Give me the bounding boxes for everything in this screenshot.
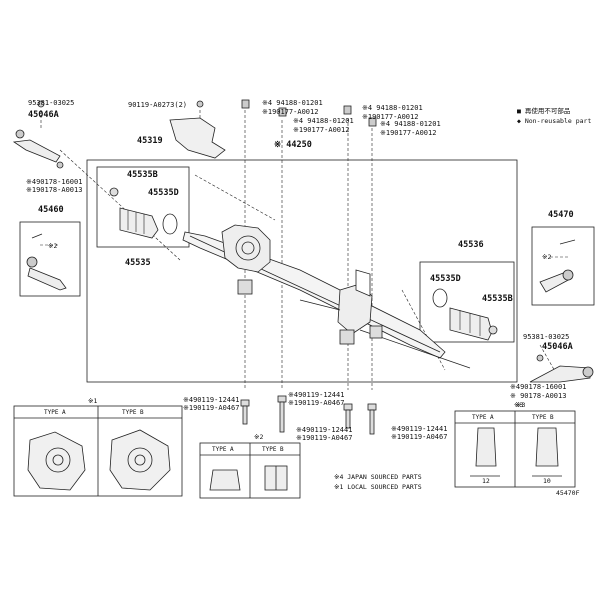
part-90177-d: ※190177-A0012 [380,129,437,137]
right-tie-rod-inset [539,239,576,293]
bolt-A0467-l: ※190119-A0467 [183,404,240,412]
bolt-12441-m: ※490119-12441 [288,391,345,399]
motor-type-a [27,431,86,491]
box1-type-b: TYPE B [122,409,144,416]
part-45046A-left: 45046A [28,110,59,120]
left-tie-rod-inset [26,233,67,291]
bolt-12441-r: ※490119-12441 [391,425,448,433]
part-90178-A0013-left: ※190178-A0013 [26,186,83,194]
note-x2: ※2 [254,433,264,441]
note-x1: ※1 [88,397,98,405]
part-90177-b: ※190177-A0012 [293,126,350,134]
left-tie-rod-box [19,221,81,297]
right-tie-rod-end [529,354,594,383]
part-90119-A0273: 90119-A0273(2) [128,101,188,109]
note-x3: ※3 [516,401,526,409]
bottom-bolts [240,395,377,435]
bolt-A0467-r: ※190119-A0467 [391,433,448,441]
part-90177-a: ※190177-A0012 [262,108,319,116]
leader-lines [40,110,568,390]
left-boot [109,187,178,239]
box2-type-a: TYPE A [212,446,234,453]
box3-type-b: TYPE B [532,414,554,421]
part-95381-right: 95381-03025 [523,333,570,341]
note-x3-right: ※3 [514,401,524,409]
part-45535D-left: 45535D [148,188,179,198]
part-45535B-left: 45535B [127,170,158,180]
part-45319: 45319 [137,136,163,146]
part-90178-16001-left: ※490178-16001 [26,178,83,186]
part-45536: 45536 [458,240,484,250]
right-boot [432,288,498,341]
note-japan-sourced: ※4 JAPAN SOURCED PARTS [334,473,422,481]
bolt-A0467-m: ※190119-A0467 [288,399,345,407]
part-90178-16001-right: ※490178-16001 [510,383,567,391]
left-boot-box [96,166,190,248]
part-94188-b: ※4 94188-01201 [293,117,354,125]
clip-types [470,427,562,477]
steering-rack [182,224,471,369]
part-90177-c: ※190177-A0012 [362,113,419,121]
part-45460: 45460 [38,205,64,215]
nut-types [209,465,288,491]
part-45535D-right: 45535D [430,274,461,284]
part-45046A-right: 45046A [542,342,573,352]
legend-non-reusable-en: ◆ Non-reusable part [517,117,592,125]
box1-type-a: TYPE A [44,409,66,416]
left-tie-rod-end [12,100,64,169]
diagram-code: 45470F [556,489,580,497]
right-boot-box [419,261,515,343]
top-nuts [196,99,377,127]
part-45470: 45470 [548,210,574,220]
part-45535B-right: 45535B [482,294,513,304]
dimension-12: 12 [482,477,490,485]
right-note-x2: ※2 [542,253,552,261]
box3-type-a: TYPE A [472,414,494,421]
bolt-A0467-n: ※190119-A0467 [296,434,353,442]
note-local-sourced: ※1 LOCAL SOURCED PARTS [334,483,422,491]
right-tie-rod-box [531,226,595,306]
part-45535: 45535 [125,258,151,268]
bolt-12441-l: ※490119-12441 [183,396,240,404]
part-94188-a: ※4 94188-01201 [262,99,323,107]
bolt-12441-n: ※490119-12441 [296,426,353,434]
box2-type-b: TYPE B [262,446,284,453]
part-90178-A0013-right: ※ 90178-A0013 [510,392,567,400]
part-95381-left: 95381-03025 [28,99,75,107]
left-note-x2: ※2 [48,242,58,250]
bracket-45319 [169,117,226,159]
part-94188-d: ※4 94188-01201 [380,120,441,128]
legend-non-reusable-jp: ■ 再使用不可部品 [517,107,571,115]
dimension-10: 10 [543,477,551,485]
part-44250: ※ 44250 [274,140,312,150]
part-94188-c: ※4 94188-01201 [362,104,423,112]
motor-type-b [109,429,171,491]
main-frame [86,159,518,383]
